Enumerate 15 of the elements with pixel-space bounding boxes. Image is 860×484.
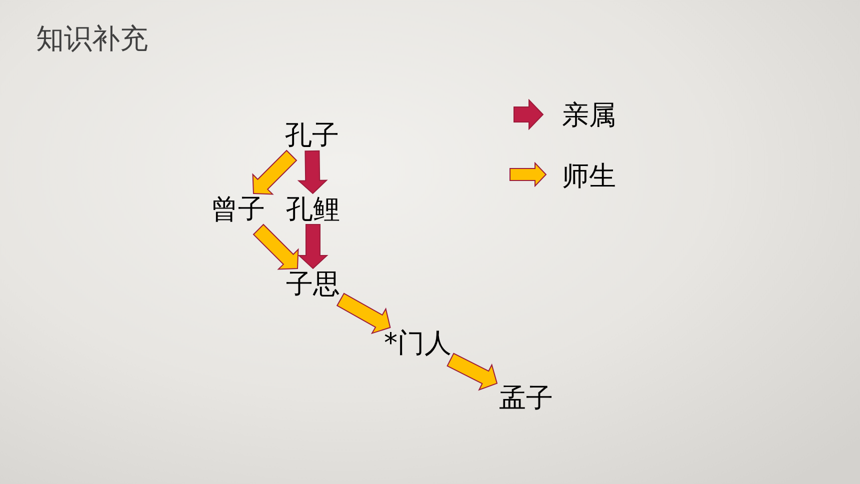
block-arrow (252, 150, 298, 195)
block-arrow (297, 150, 328, 194)
block-arrow (336, 292, 391, 334)
title: 知识补充 (36, 25, 148, 53)
block-arrow (446, 352, 498, 391)
block-arrow (298, 224, 328, 270)
node-label: 子思 (286, 270, 340, 298)
node-label: *门人 (384, 330, 452, 356)
node-label: 曾子 (211, 196, 265, 222)
block-arrow (252, 224, 299, 270)
legend-label: 师生 (562, 162, 616, 190)
node-label: 孔鲤 (286, 196, 340, 222)
node-label: 孟子 (499, 384, 553, 412)
legend-label: 亲属 (562, 102, 616, 128)
node-label: 孔子 (285, 122, 339, 148)
